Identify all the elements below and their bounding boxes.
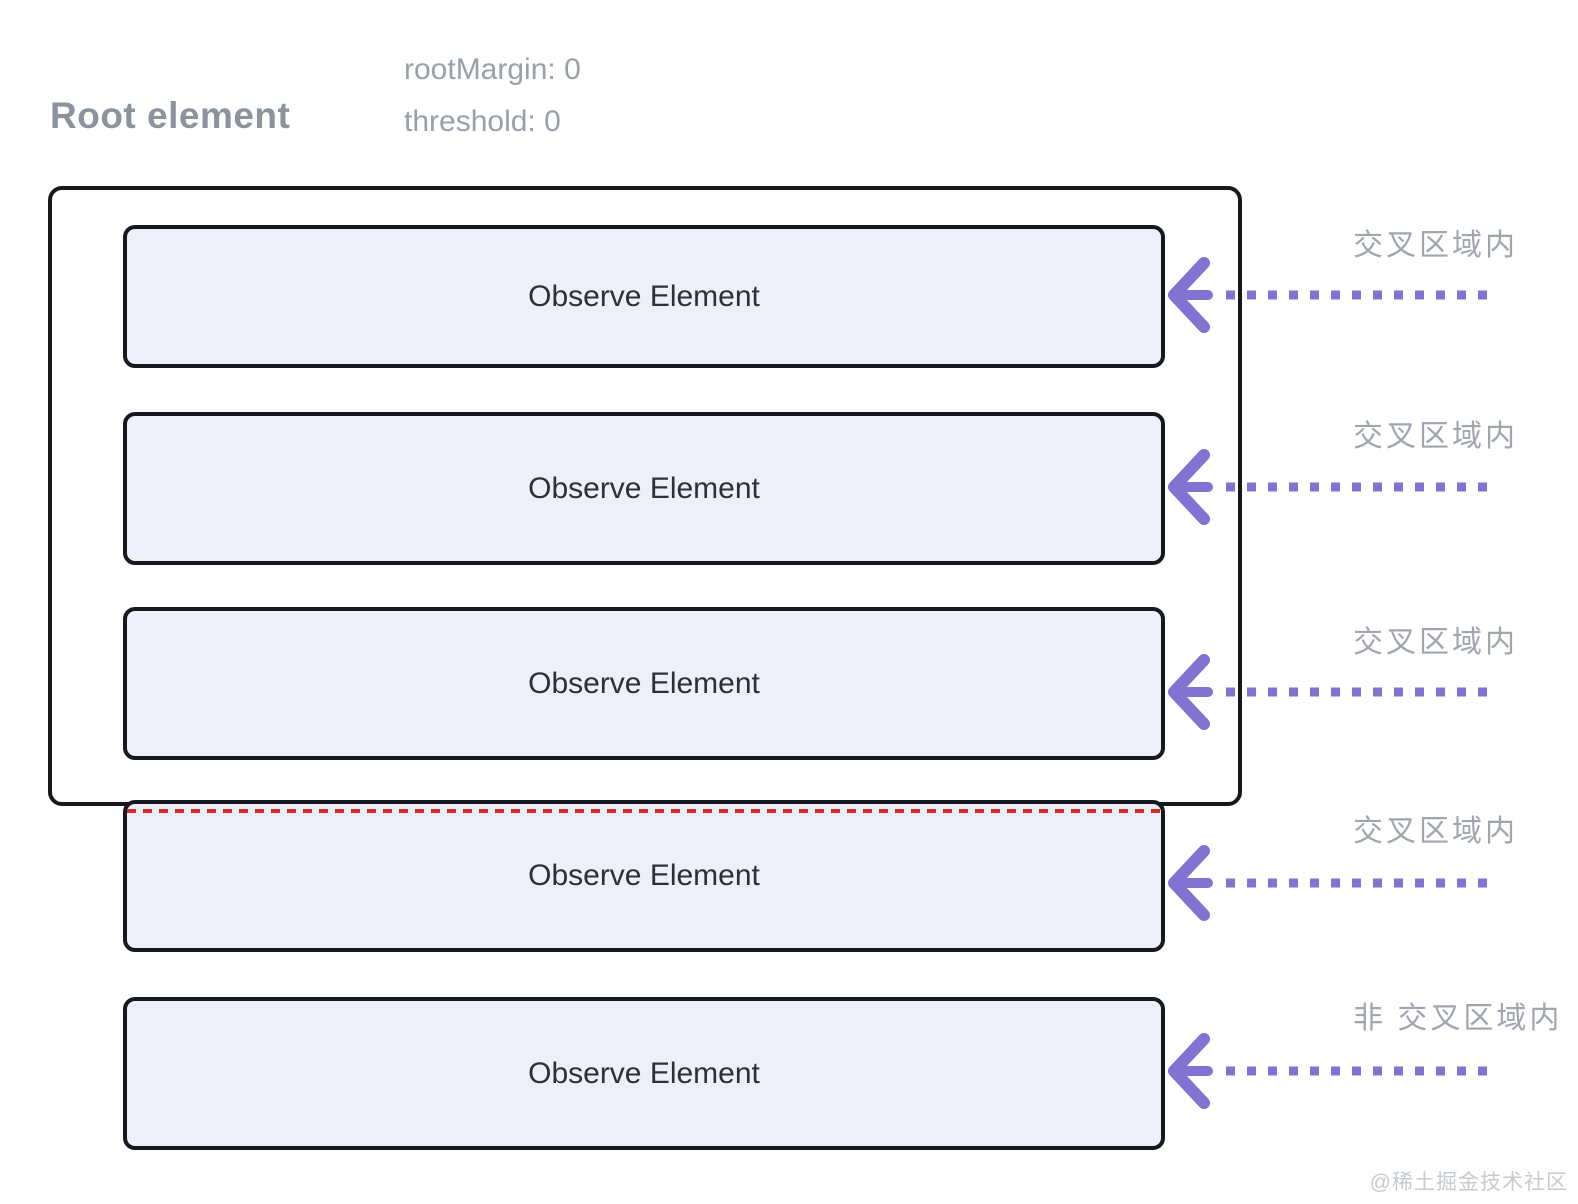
dotted-arrow-left-icon <box>1168 257 1488 333</box>
watermark: @稀土掘金技术社区 <box>1369 1171 1568 1194</box>
observe-element-label: Observe Element <box>528 1056 760 1090</box>
threshold-text: threshold: 0 <box>404 105 561 138</box>
dotted-arrow-left-icon <box>1168 654 1488 730</box>
dotted-arrow-left-icon <box>1168 845 1488 921</box>
dotted-arrow-left-icon <box>1168 1033 1488 1109</box>
observe-element-box: Observe Element <box>123 997 1165 1150</box>
intersection-status-label: 交叉区域内 <box>1353 626 1518 659</box>
observe-element-box: Observe Element <box>123 412 1165 565</box>
intersection-boundary-line <box>127 809 1160 813</box>
observe-element-label: Observe Element <box>528 471 760 505</box>
observe-element-label: Observe Element <box>528 279 760 313</box>
observe-element-label: Observe Element <box>528 666 760 700</box>
intersection-status-label: 交叉区域内 <box>1353 420 1518 453</box>
observe-element-box: Observe Element <box>123 607 1165 760</box>
intersection-status-label: 非 交叉区域内 <box>1353 1002 1563 1035</box>
dotted-arrow-left-icon <box>1168 449 1488 525</box>
observe-element-box: Observe Element <box>123 800 1165 952</box>
root-margin-text: rootMargin: 0 <box>404 53 581 86</box>
intersection-status-label: 交叉区域内 <box>1353 815 1518 848</box>
observe-element-box: Observe Element <box>123 225 1165 368</box>
intersection-status-label: 交叉区域内 <box>1353 229 1518 262</box>
root-element-heading: Root element <box>50 95 291 136</box>
observe-element-label: Observe Element <box>528 859 760 892</box>
